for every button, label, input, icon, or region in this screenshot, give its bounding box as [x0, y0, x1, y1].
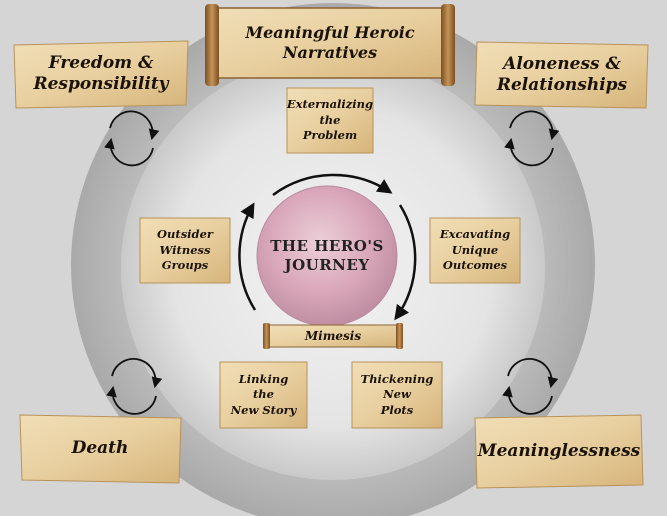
cycle-icon-top-left	[104, 110, 160, 167]
top-scroll-banner	[205, 4, 455, 86]
stage-parchment-right	[429, 217, 521, 284]
mimesis-scroll	[263, 323, 403, 349]
stage-label-bottom-right: Thickening New Plots	[360, 371, 434, 417]
corner-label-bottom-right: Meaninglessness	[477, 441, 641, 462]
corner-label-top-right: Aloneness & Relationships	[496, 53, 628, 95]
cycle-icon-bottom-left	[106, 358, 163, 415]
corner-label-top-left: Freedom & Responsibility	[33, 52, 169, 94]
center-title: THE HERO'S JOURNEY	[270, 237, 384, 274]
mimesis-label: Mimesis	[304, 328, 362, 343]
center-cycle-arrows	[238, 173, 417, 321]
stage-label-bottom-left: Linking the New Story	[230, 371, 297, 417]
stage-parchment-top	[286, 87, 374, 154]
top-banner-title: Meaningful Heroic Narratives	[245, 23, 415, 62]
corner-parchment-top-right	[474, 41, 649, 109]
stage-parchment-left	[139, 217, 231, 284]
stage-label-left: Outsider Witness Groups	[157, 227, 213, 273]
corner-label-bottom-left: Death	[71, 438, 129, 459]
corner-parchment-bottom-left	[19, 414, 182, 484]
stage-label-top: Externalizing the Problem	[286, 97, 374, 143]
stage-label-right: Excavating Unique Outcomes	[439, 227, 511, 273]
cycle-icon-top-right	[504, 110, 560, 167]
corner-parchment-top-left	[13, 40, 189, 109]
corner-parchment-bottom-right	[474, 414, 644, 489]
stage-parchment-bottom-right	[351, 361, 443, 429]
stage-parchment-bottom-left	[219, 361, 308, 429]
cycle-icon-bottom-right	[502, 358, 559, 415]
